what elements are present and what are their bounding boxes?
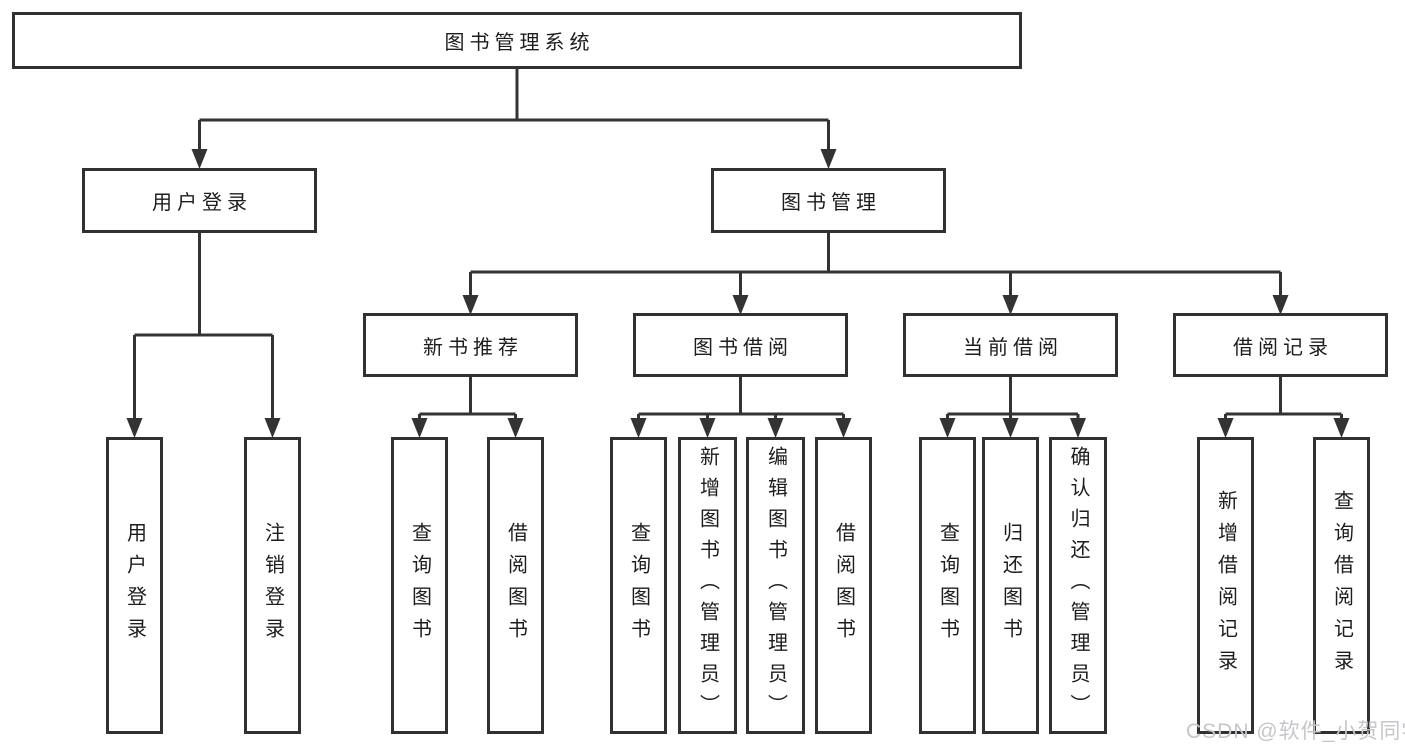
node-root: 图书管理系统 xyxy=(12,12,1022,69)
node-new-book-recommend: 新书推荐 xyxy=(363,313,578,377)
leaf-add-book-admin: 新增图书（管理员） xyxy=(678,437,737,734)
leaf-query-borrow-record: 查询借阅记录 xyxy=(1313,437,1370,734)
node-book-borrow: 图书借阅 xyxy=(633,313,848,377)
node-book-management: 图书管理 xyxy=(711,168,946,233)
node-current-borrow: 当前借阅 xyxy=(903,313,1118,377)
node-borrow-records: 借阅记录 xyxy=(1173,313,1388,377)
leaf-query-books-recommend: 查询图书 xyxy=(391,437,448,734)
arrowheads xyxy=(126,149,1350,438)
leaf-confirm-return-admin: 确认归还（管理员） xyxy=(1049,437,1107,734)
node-user-login: 用户登录 xyxy=(82,168,317,233)
leaf-borrow-books: 借阅图书 xyxy=(815,437,872,734)
leaf-query-books-borrow: 查询图书 xyxy=(610,437,667,734)
watermark: CSDN @软件_小贺同学 xyxy=(1186,720,1405,743)
leaf-borrow-books-recommend: 借阅图书 xyxy=(487,437,544,734)
leaf-edit-book-admin: 编辑图书（管理员） xyxy=(746,437,805,734)
leaf-query-books-current: 查询图书 xyxy=(919,437,976,734)
leaf-logout: 注销登录 xyxy=(244,437,301,734)
leaf-user-login: 用户登录 xyxy=(106,437,163,734)
leaf-return-book: 归还图书 xyxy=(982,437,1039,734)
leaf-add-borrow-record: 新增借阅记录 xyxy=(1197,437,1254,734)
